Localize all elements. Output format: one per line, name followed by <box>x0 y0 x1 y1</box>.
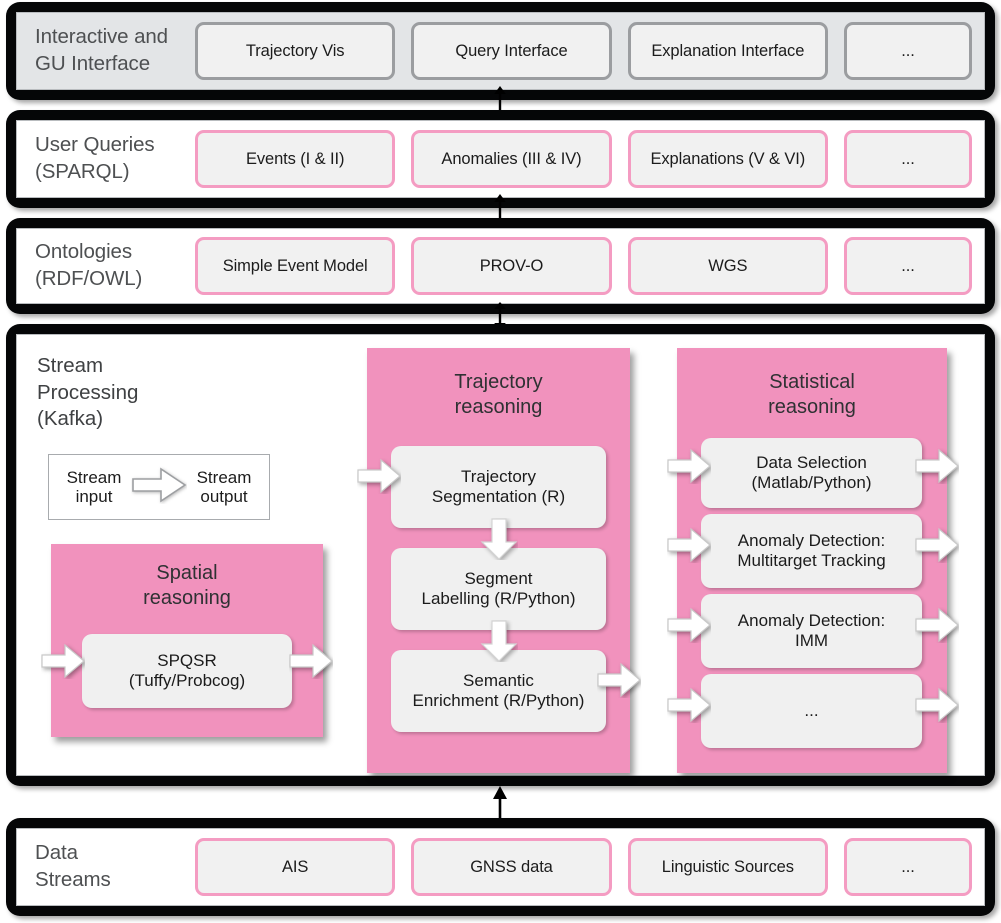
arrow-into-trajectory-icon <box>357 458 401 494</box>
legend-input-label: Stream input <box>66 467 122 506</box>
node-statistical-more[interactable]: ... <box>701 674 922 748</box>
arrow-out-of-data-selection-icon <box>915 448 959 484</box>
group-statistical-reasoning-title: Statistical reasoning <box>768 371 856 418</box>
node-trajectory-segmentation[interactable]: Trajectory Segmentation (R) <box>391 446 606 528</box>
layer-queries-chips: Events (I & II) Anomalies (III & IV) Exp… <box>195 130 984 188</box>
chip-data-streams-more[interactable]: ... <box>843 838 972 896</box>
legend-arrow-icon <box>131 466 187 509</box>
arrow-into-imm-icon <box>667 607 711 643</box>
layer-ontologies: Ontologies (RDF/OWL) Simple Event Model … <box>6 218 995 314</box>
layer-ontologies-body: Ontologies (RDF/OWL) Simple Event Model … <box>16 228 985 304</box>
arrow-out-of-statistical-more-icon <box>915 687 959 723</box>
arrow-out-of-trajectory-icon <box>597 662 641 698</box>
chip-prov-o[interactable]: PROV-O <box>411 237 612 295</box>
arrow-into-statistical-more-icon <box>667 687 711 723</box>
chip-ais[interactable]: AIS <box>195 838 396 896</box>
node-anomaly-detection-multitarget[interactable]: Anomaly Detection: Multitarget Tracking <box>701 514 922 588</box>
arrow-labelling-to-enrichment-icon <box>480 620 518 662</box>
chip-wgs[interactable]: WGS <box>627 237 828 295</box>
group-trajectory-reasoning: Trajectory reasoning Trajectory Segmenta… <box>367 348 630 773</box>
arrow-into-spqsr-icon <box>41 643 85 679</box>
chip-queries-more[interactable]: ... <box>843 130 972 188</box>
layer-queries-title: User Queries (SPARQL) <box>35 133 155 183</box>
layer-interactive-body: Interactive and GU Interface Trajectory … <box>16 12 985 90</box>
layer-stream-processing-body: Stream Processing (Kafka) Stream input S… <box>16 334 985 776</box>
chip-simple-event-model[interactable]: Simple Event Model <box>195 237 396 295</box>
arrow-out-of-multitarget-icon <box>915 527 959 563</box>
arrow-segmentation-to-labelling-icon <box>480 518 518 560</box>
group-spatial-reasoning-title: Spatial reasoning <box>143 562 231 609</box>
chip-gnss-data[interactable]: GNSS data <box>411 838 612 896</box>
arrow-out-of-imm-icon <box>915 607 959 643</box>
layer-stream-processing: Stream Processing (Kafka) Stream input S… <box>6 324 995 786</box>
arrow-into-multitarget-icon <box>667 527 711 563</box>
layer-ontologies-title: Ontologies (RDF/OWL) <box>35 240 143 290</box>
layer-data-streams-chips: AIS GNSS data Linguistic Sources ... <box>195 838 984 896</box>
layer-ontologies-chips: Simple Event Model PROV-O WGS ... <box>195 237 984 295</box>
layer-data-streams-title: Data Streams <box>35 841 111 891</box>
layer-interactive-gui: Interactive and GU Interface Trajectory … <box>6 2 995 100</box>
layer-user-queries: User Queries (SPARQL) Events (I & II) An… <box>6 110 995 208</box>
chip-events[interactable]: Events (I & II) <box>195 130 396 188</box>
chip-query-interface[interactable]: Query Interface <box>411 22 612 80</box>
node-data-selection[interactable]: Data Selection (Matlab/Python) <box>701 438 922 508</box>
arrow-into-data-selection-icon <box>667 448 711 484</box>
node-spqsr[interactable]: SPQSR (Tuffy/Probcog) <box>82 634 292 708</box>
chip-linguistic-sources[interactable]: Linguistic Sources <box>627 838 828 896</box>
node-segment-labelling[interactable]: Segment Labelling (R/Python) <box>391 548 606 630</box>
chip-ontologies-more[interactable]: ... <box>843 237 972 295</box>
node-anomaly-detection-imm[interactable]: Anomaly Detection: IMM <box>701 594 922 668</box>
legend-output-label: Stream output <box>196 467 252 506</box>
layer-data-streams: Data Streams AIS GNSS data Linguistic So… <box>6 818 995 916</box>
chip-anomalies[interactable]: Anomalies (III & IV) <box>411 130 612 188</box>
layer-data-streams-body: Data Streams AIS GNSS data Linguistic So… <box>16 828 985 906</box>
chip-explanation-interface[interactable]: Explanation Interface <box>627 22 828 80</box>
arrow-out-of-spqsr-icon <box>289 643 333 679</box>
group-spatial-reasoning: Spatial reasoning SPQSR (Tuffy/Probcog) <box>51 544 323 737</box>
group-trajectory-reasoning-title: Trajectory reasoning <box>454 371 543 418</box>
layer-interactive-title: Interactive and GU Interface <box>35 25 168 75</box>
node-semantic-enrichment[interactable]: Semantic Enrichment (R/Python) <box>391 650 606 732</box>
layer-stream-processing-title: Stream Processing (Kafka) <box>37 354 139 431</box>
chip-explanations[interactable]: Explanations (V & VI) <box>627 130 828 188</box>
chip-interactive-more[interactable]: ... <box>843 22 972 80</box>
chip-trajectory-vis[interactable]: Trajectory Vis <box>195 22 396 80</box>
legend-stream-io: Stream input Stream output <box>48 454 270 520</box>
layer-interactive-chips: Trajectory Vis Query Interface Explanati… <box>195 22 984 80</box>
layer-queries-body: User Queries (SPARQL) Events (I & II) An… <box>16 120 985 198</box>
group-statistical-reasoning: Statistical reasoning Data Selection (Ma… <box>677 348 947 773</box>
